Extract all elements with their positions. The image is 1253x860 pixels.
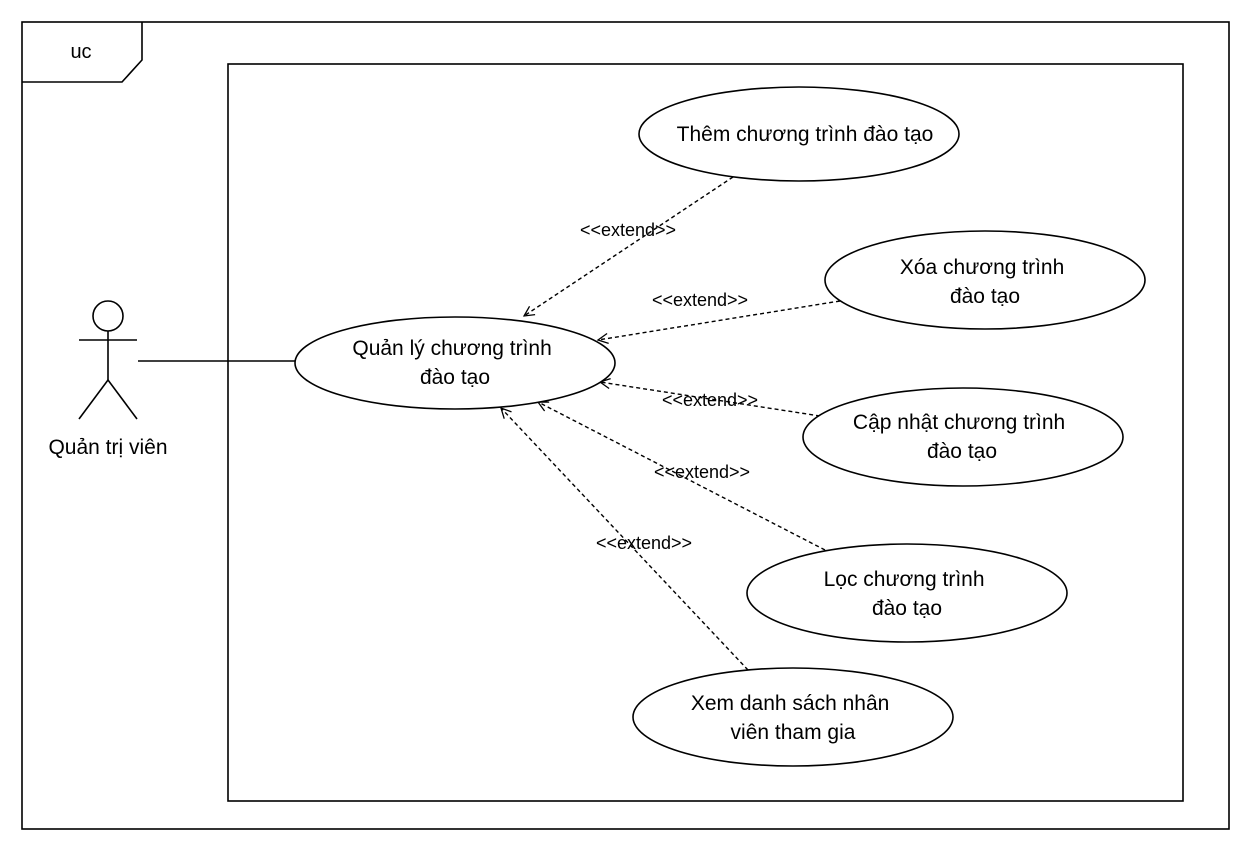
use-case-delete-label: Xóa chương trình đào tạo <box>900 256 1070 308</box>
use-case-update-line-1: Cập nhật chương trình <box>853 411 1065 434</box>
use-case-filter[interactable]: Lọc chương trình đào tạo <box>746 543 1068 643</box>
extend-label-filter: <<extend>> <box>654 462 750 482</box>
use-case-main[interactable]: Quản lý chương trình đào tạo <box>294 316 616 410</box>
use-case-add-label: Thêm chương trình đào tạo <box>677 123 934 146</box>
actor-admin[interactable]: Quản trị viên <box>48 300 168 459</box>
actor-left-leg <box>78 379 109 420</box>
actor-right-leg <box>107 379 138 420</box>
use-case-main-label: Quản lý chương trình đào tạo <box>352 337 557 389</box>
extend-line-delete <box>598 300 841 340</box>
use-case-add-line-1: Thêm chương trình đào tạo <box>677 123 934 146</box>
use-case-view[interactable]: Xem danh sách nhân viên tham gia <box>632 667 954 767</box>
use-case-main-shape <box>294 316 616 410</box>
use-case-filter-line-1: Lọc chương trình <box>824 568 985 591</box>
use-case-delete[interactable]: Xóa chương trình đào tạo <box>824 230 1146 330</box>
extend-label-delete: <<extend>> <box>652 290 748 310</box>
extend-label-update: <<extend>> <box>662 390 758 410</box>
frame-label: uc <box>70 41 91 63</box>
use-case-add-shape <box>638 86 960 182</box>
extend-label-view: <<extend>> <box>596 533 692 553</box>
use-case-view-line-1: Xem danh sách nhân <box>691 692 889 715</box>
use-case-update-label: Cập nhật chương trình đào tạo <box>853 411 1071 463</box>
uml-frame <box>21 21 1230 830</box>
use-case-view-line-2: viên tham gia <box>731 721 856 744</box>
use-case-add[interactable]: Thêm chương trình đào tạo <box>638 86 960 182</box>
extend-line-filter <box>538 402 826 551</box>
use-case-delete-line-1: Xóa chương trình <box>900 256 1064 279</box>
use-case-update-line-2: đào tạo <box>927 440 997 463</box>
use-case-filter-label: Lọc chương trình đào tạo <box>824 568 991 620</box>
use-case-view-shape <box>632 667 954 767</box>
use-case-main-line-1: Quản lý chương trình <box>352 337 551 360</box>
extend-label-add: <<extend>> <box>580 220 676 240</box>
use-case-update[interactable]: Cập nhật chương trình đào tạo <box>802 387 1124 487</box>
actor-name: Quản trị viên <box>48 436 167 459</box>
use-case-main-line-2: đào tạo <box>420 366 490 389</box>
actor-head <box>92 300 124 332</box>
use-case-delete-shape <box>824 230 1146 330</box>
frame-label-tab <box>22 22 143 83</box>
use-case-update-shape <box>802 387 1124 487</box>
use-case-filter-line-2: đào tạo <box>872 597 942 620</box>
use-case-delete-line-2: đào tạo <box>950 285 1020 308</box>
extend-line-update <box>600 382 821 417</box>
use-case-view-label: Xem danh sách nhân viên tham gia <box>691 692 895 744</box>
system-boundary <box>227 63 1184 802</box>
use-case-filter-shape <box>746 543 1068 643</box>
